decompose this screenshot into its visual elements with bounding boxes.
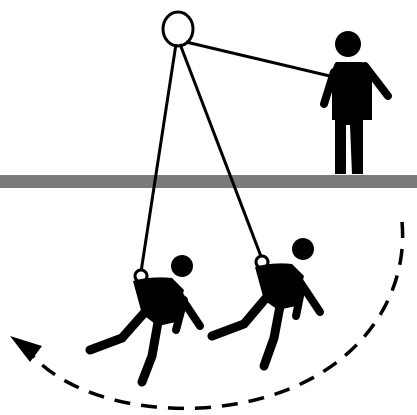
anchor-pulley xyxy=(163,12,193,46)
suspended-worker-start xyxy=(90,255,200,382)
ground-level-edge xyxy=(0,175,417,188)
suspension-line-swing xyxy=(180,44,262,259)
swing-direction-arrowhead xyxy=(10,336,42,362)
suspension-line-start xyxy=(141,44,176,272)
rescuer-standing xyxy=(324,31,388,174)
haul-line xyxy=(186,42,334,77)
suspended-worker-swing xyxy=(212,238,320,366)
swing-path-arc xyxy=(28,222,403,408)
